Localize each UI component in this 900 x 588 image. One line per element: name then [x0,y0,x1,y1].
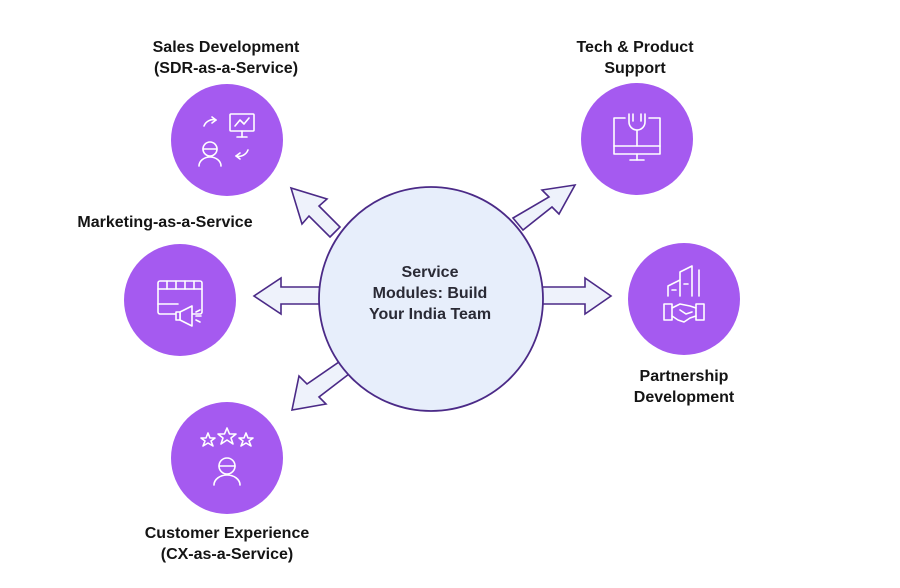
handshake-building-icon [663,265,705,323]
label-cx: Customer Experience (CX-as-a-Service) [117,523,337,565]
partnership-circle [628,243,740,355]
center-title-line-3: Your India Team [368,306,492,323]
label-partnership-line-1: Partnership [639,368,729,385]
label-tech-line-2: Support [604,60,666,77]
label-sales-line-2: (SDR-as-a-Service) [153,60,299,77]
sales-circle [171,84,283,196]
wrench-monitor-icon [613,113,661,161]
marketing-circle [124,244,236,356]
center-circle [318,186,544,412]
center-title-line-1: Service [401,264,459,281]
arrow-to-cx [290,360,351,411]
arrow-to-partnership [537,276,613,316]
label-partnership: Partnership Development [609,366,759,408]
label-partnership-line-2: Development [633,389,735,406]
center-title: Service Modules: Build Your India Team [340,262,520,325]
label-sales: Sales Development (SDR-as-a-Service) [126,37,326,79]
center-title-line-2: Modules: Build [372,285,488,302]
label-marketing-line-1: Marketing-as-a-Service [77,214,253,231]
label-tech-line-1: Tech & Product [576,39,694,56]
stars-customer-icon [200,427,254,486]
arrow-to-tech [511,183,577,232]
arrow-to-marketing [252,276,326,316]
label-cx-line-1: Customer Experience [144,525,310,542]
label-marketing: Marketing-as-a-Service [50,212,280,233]
label-tech: Tech & Product Support [555,37,715,79]
megaphone-calendar-icon [157,280,203,327]
label-cx-line-2: (CX-as-a-Service) [160,546,294,563]
presentation-exchange-icon [198,113,255,167]
arrow-to-sales [289,186,342,239]
label-sales-line-1: Sales Development [152,39,300,56]
